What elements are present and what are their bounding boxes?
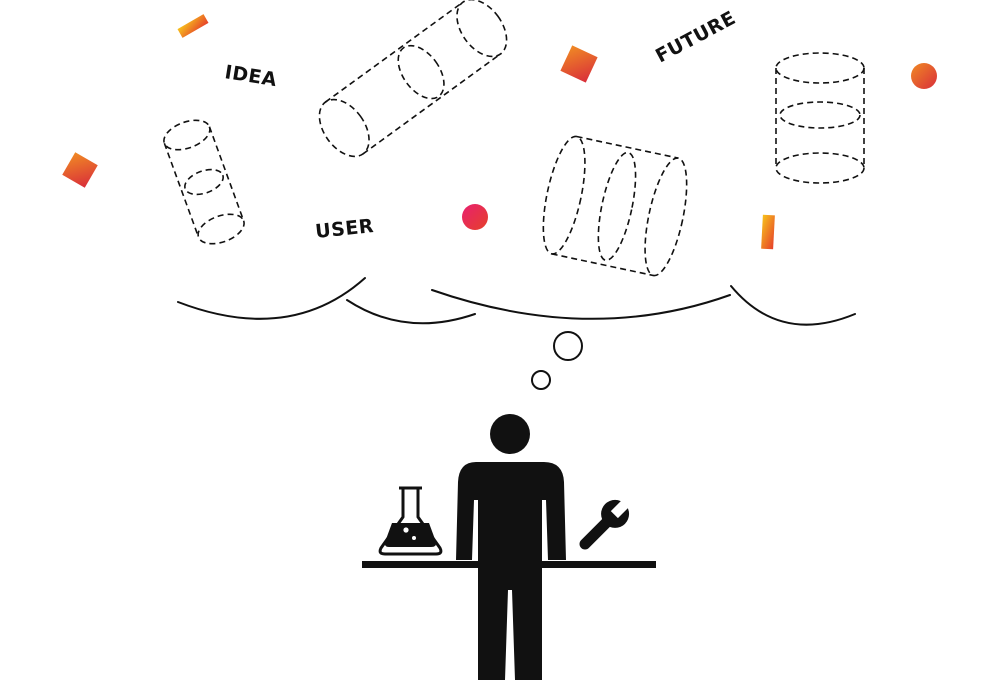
label-user: USER	[314, 215, 375, 243]
cloud-arc-1	[177, 277, 366, 320]
cylinder-icon	[163, 119, 245, 245]
confetti-bar-right	[761, 214, 775, 250]
wrench-icon	[579, 496, 633, 550]
table	[362, 561, 656, 568]
cloud-arc-4	[730, 285, 856, 326]
confetti-dot-center	[462, 204, 488, 230]
cloud-arc-3	[431, 289, 731, 320]
confetti-square-left	[62, 152, 98, 188]
cloud-arc-2	[346, 299, 476, 325]
confetti-dot-right	[911, 63, 937, 89]
thought-cloud	[177, 277, 856, 326]
person-torso	[456, 462, 566, 680]
thought-bubble-icon	[553, 331, 583, 361]
thought-bubble-icon	[531, 370, 551, 390]
confetti-square-center	[560, 45, 598, 83]
person-icon	[456, 414, 566, 680]
label-future: FUTURE	[652, 7, 740, 67]
person-head	[490, 414, 530, 454]
confetti	[62, 14, 937, 250]
confetti-bar-top-left	[177, 14, 209, 38]
label-idea: IDEA	[223, 61, 278, 91]
cylinder-icon	[318, 0, 508, 158]
cylinder-icon	[775, 52, 865, 184]
flask-icon	[378, 486, 443, 556]
cylinder-icon	[542, 135, 688, 277]
